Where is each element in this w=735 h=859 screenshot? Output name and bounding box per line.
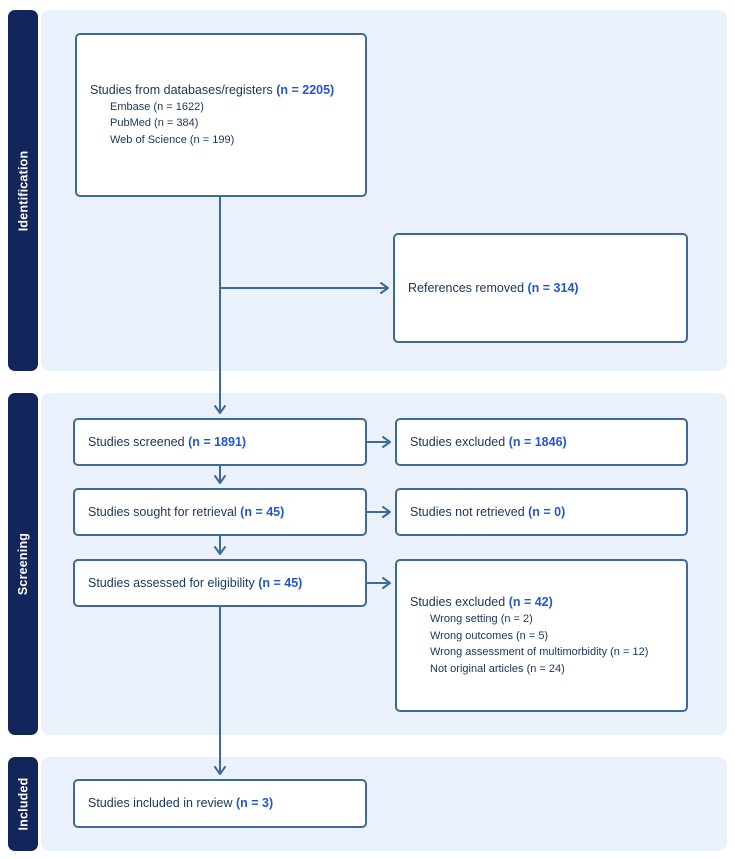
excluded-screening-count: (n = 1846) xyxy=(508,434,567,449)
references-removed-title: References removed (n = 314) xyxy=(408,280,676,297)
databases-box-count: (n = 2205) xyxy=(276,82,335,97)
sought-box: Studies sought for retrieval (n = 45) xyxy=(73,488,367,536)
excluded-eligibility-count: (n = 42) xyxy=(508,595,553,609)
not-retrieved-box: Studies not retrieved (n = 0) xyxy=(395,488,688,536)
included-stage-label: Included xyxy=(16,777,30,831)
screening-stage-label: Screening xyxy=(16,532,30,596)
included-stage-bar: Included xyxy=(8,757,38,851)
screened-box: Studies screened (n = 1891) xyxy=(73,418,367,466)
screened-count: (n = 1891) xyxy=(188,434,247,449)
not-retrieved-title: Studies not retrieved (n = 0) xyxy=(410,504,676,521)
sought-label: Studies sought for retrieval xyxy=(88,504,241,519)
databases-sub-embase: Embase (n = 1622) xyxy=(110,100,204,113)
databases-sub-pubmed: PubMed (n = 384) xyxy=(110,117,199,130)
excluded-reason-not-original: Not original articles (n = 24) xyxy=(430,662,565,675)
screened-label: Studies screened xyxy=(88,434,189,449)
not-retrieved-label: Studies not retrieved xyxy=(410,504,529,519)
references-removed-count: (n = 314) xyxy=(527,280,579,295)
databases-sub-webofscience: Web of Science (n = 199) xyxy=(110,133,235,146)
excluded-eligibility-box: Studies excluded (n = 42) Wrong setting … xyxy=(395,559,688,712)
databases-box-title: Studies from databases/registers (n = 22… xyxy=(90,82,355,99)
identification-stage-bar: Identification xyxy=(8,10,38,371)
excluded-eligibility-title: Studies excluded (n = 42) xyxy=(410,594,676,611)
screening-stage-bar: Screening xyxy=(8,393,38,735)
excluded-screening-title: Studies excluded (n = 1846) xyxy=(410,434,676,451)
excluded-screening-label: Studies excluded xyxy=(410,434,509,449)
assessed-count: (n = 45) xyxy=(258,575,303,590)
identification-stage-label: Identification xyxy=(16,150,31,231)
included-title: Studies included in review (n = 3) xyxy=(88,795,355,812)
references-removed-box: References removed (n = 314) xyxy=(393,233,688,343)
assessed-label: Studies assessed for eligibility xyxy=(88,575,259,590)
sought-count: (n = 45) xyxy=(240,504,285,519)
excluded-eligibility-label: Studies excluded xyxy=(410,595,509,609)
assessed-title: Studies assessed for eligibility (n = 45… xyxy=(88,575,355,592)
excluded-reason-setting: Wrong setting (n = 2) xyxy=(430,613,533,625)
excluded-reason-outcomes: Wrong outcomes (n = 5) xyxy=(430,629,549,642)
screened-title: Studies screened (n = 1891) xyxy=(88,434,355,451)
included-label: Studies included in review xyxy=(88,796,236,810)
included-box: Studies included in review (n = 3) xyxy=(73,779,367,828)
sought-title: Studies sought for retrieval (n = 45) xyxy=(88,504,355,521)
assessed-box: Studies assessed for eligibility (n = 45… xyxy=(73,559,367,607)
included-count: (n = 3) xyxy=(236,796,274,810)
references-removed-label: References removed xyxy=(408,280,528,295)
databases-box: Studies from databases/registers (n = 22… xyxy=(75,33,367,197)
not-retrieved-count: (n = 0) xyxy=(528,504,566,519)
excluded-screening-box: Studies excluded (n = 1846) xyxy=(395,418,688,466)
databases-box-label: Studies from databases/registers xyxy=(90,82,277,97)
excluded-reason-multimorbidity: Wrong assessment of multimorbidity (n = … xyxy=(430,646,649,658)
